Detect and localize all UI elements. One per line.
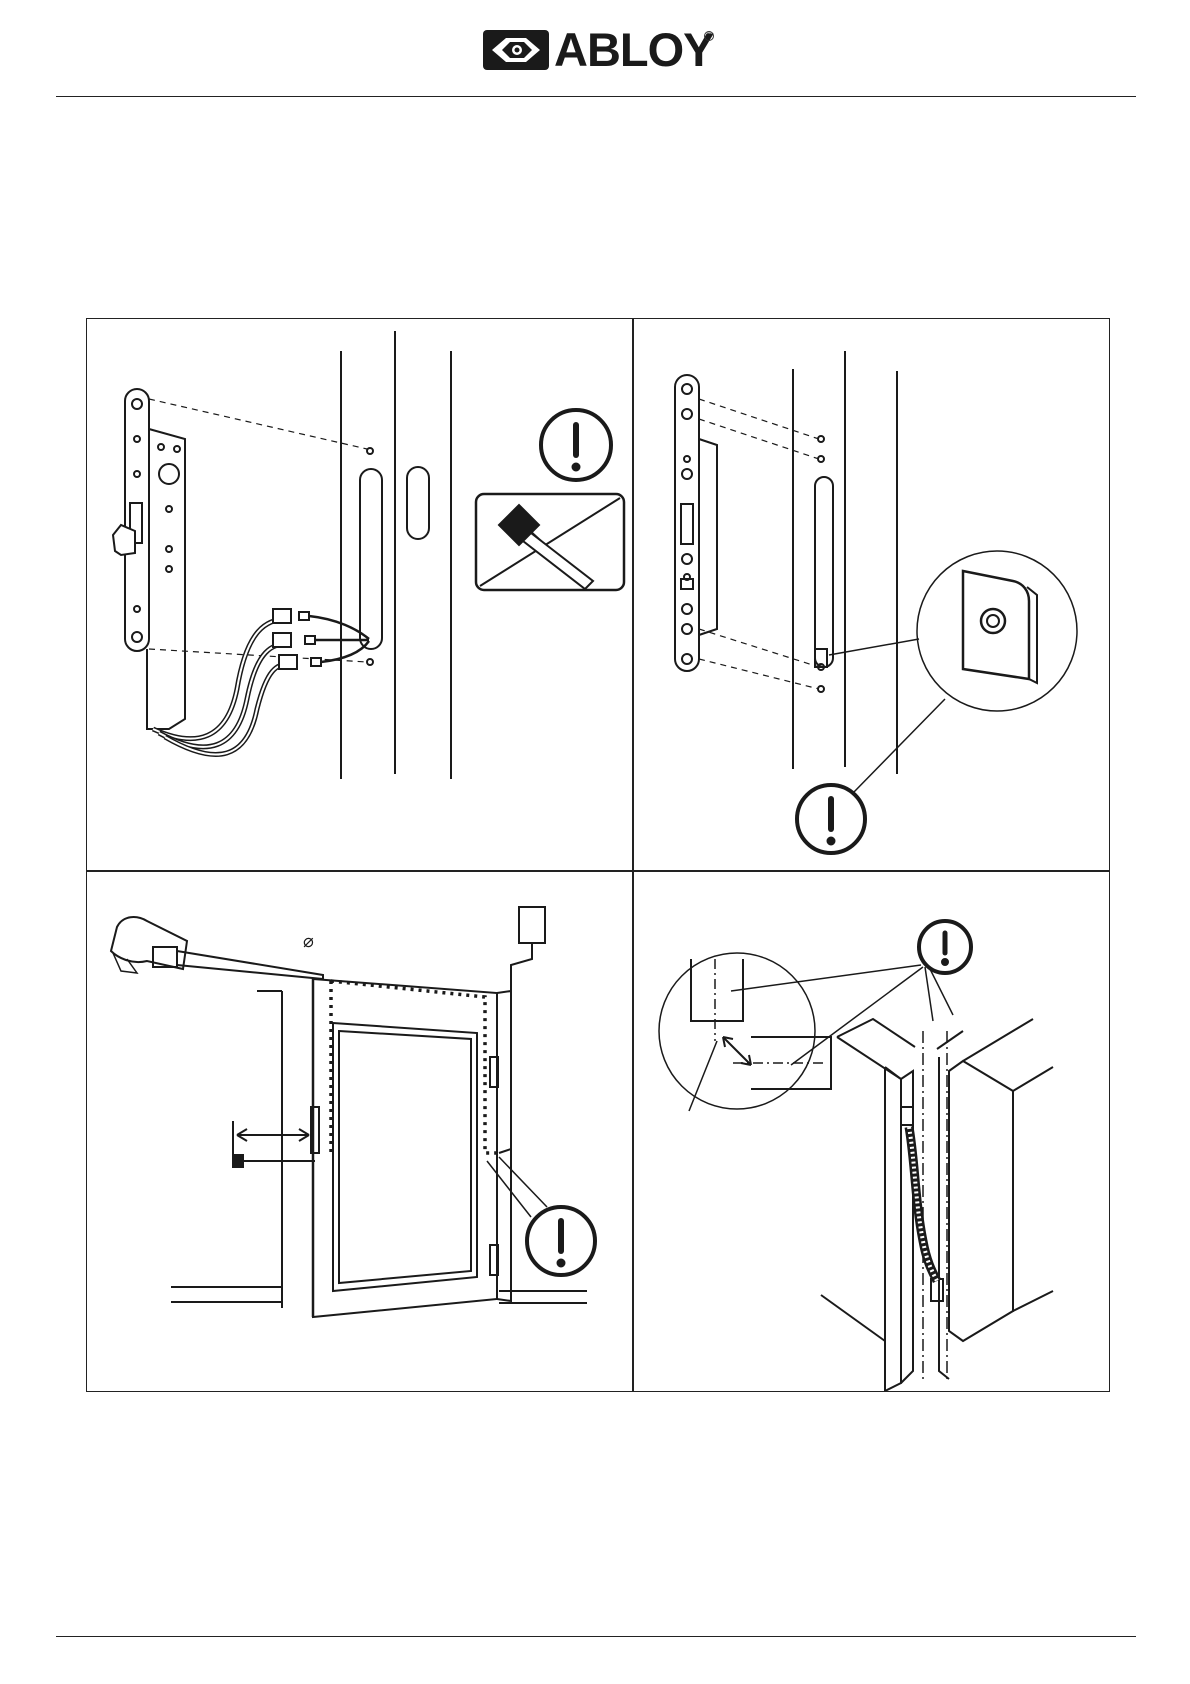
instruction-figure-grid: ⌀ [86,318,1110,1392]
figure-front-plate-mounting [633,319,1109,870]
door-gap-drawing [633,871,1109,1391]
brand-name: ABLOY [554,22,714,78]
exclamation-icon [527,1207,595,1275]
figure-lock-wiring [87,319,632,870]
front-plate-drawing [633,319,1109,870]
diameter-symbol: ⌀ [303,931,314,952]
cable-drilling-drawing: ⌀ [87,871,632,1391]
lock-wiring-drawing [87,319,632,870]
exclamation-icon [797,785,865,853]
figure-door-gap [633,871,1109,1391]
registered-mark: ® [704,31,714,41]
page-header: ABLOY ® [0,0,1190,100]
footer-rule [56,1636,1136,1637]
exclamation-icon [919,921,971,973]
abloy-logo: ABLOY ® [482,26,712,74]
figure-cable-drilling: ⌀ [87,871,632,1391]
no-hammer-icon [476,494,624,590]
key-emblem-icon [482,26,552,74]
header-rule [56,96,1136,97]
exclamation-icon [541,410,611,480]
